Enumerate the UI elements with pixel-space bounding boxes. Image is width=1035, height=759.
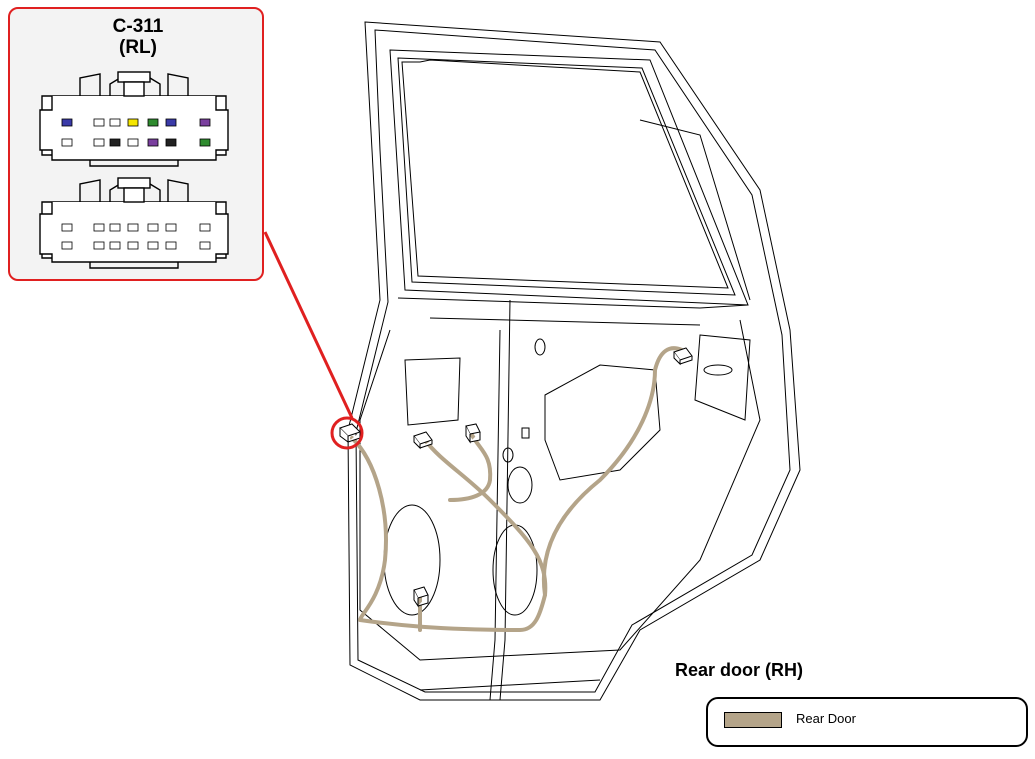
door-outline [347, 21, 801, 701]
view-title: Rear door (RH) [675, 660, 804, 680]
legend: Rear Door [706, 697, 1028, 747]
connector-position: (RL) [119, 37, 157, 58]
connector-id: C-311 [112, 16, 164, 37]
door-connectors [339, 347, 693, 608]
legend-swatch-rear-door [724, 712, 782, 728]
connector-c [465, 423, 481, 444]
connector-callout: C-311 (RL) [8, 7, 264, 281]
connector-e [413, 586, 429, 608]
rear-door-harness [350, 346, 684, 632]
connector-highlight [263, 231, 364, 450]
connector-d [673, 347, 693, 366]
legend-label-rear-door: Rear Door [796, 711, 856, 726]
connector-b [413, 431, 433, 450]
connector-c311-on-door [339, 423, 361, 443]
